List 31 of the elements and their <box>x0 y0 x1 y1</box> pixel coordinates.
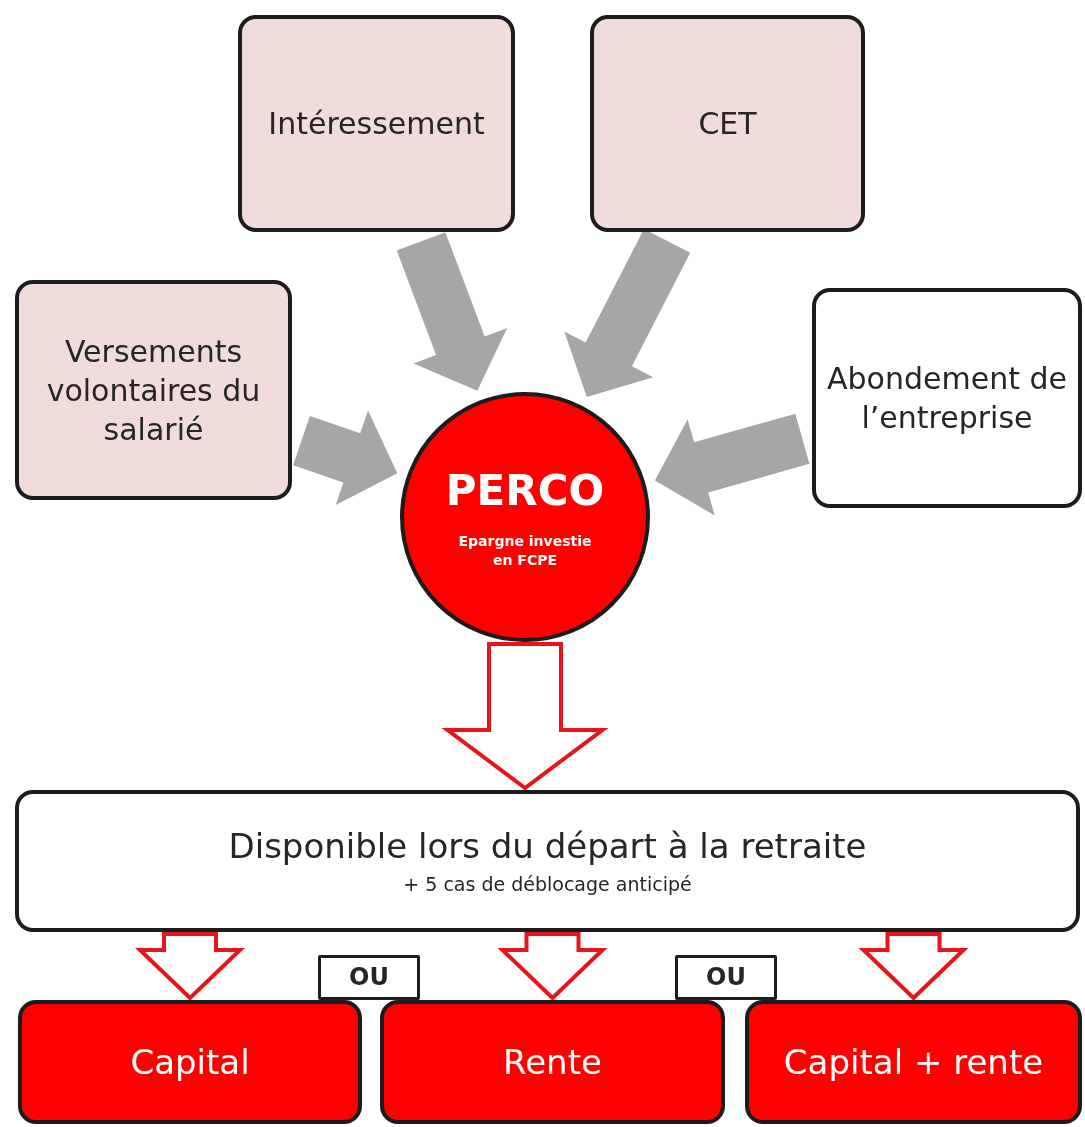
info-box <box>15 790 1080 932</box>
node-label: Intéressement <box>268 105 485 143</box>
node-label: OU <box>349 961 389 993</box>
source-box <box>238 15 515 232</box>
option-box <box>18 1000 362 1124</box>
block-arrow <box>858 932 969 1001</box>
block-arrow <box>654 413 810 516</box>
or-tag <box>318 955 420 1000</box>
option-box <box>745 1000 1082 1124</box>
node-label: OU <box>706 961 746 993</box>
node-subtext: + 5 cas de déblocage anticipé <box>403 872 692 898</box>
node-label: Capital <box>130 1040 250 1084</box>
block-arrow <box>135 932 245 1001</box>
node-label: Disponible lors du départ à la retraite <box>228 825 867 869</box>
source-box <box>15 280 292 500</box>
source-box <box>812 288 1082 508</box>
node-label: Rente <box>503 1040 602 1084</box>
node-label: Capital + rente <box>783 1040 1044 1084</box>
or-tag <box>675 955 777 1000</box>
source-box <box>590 15 865 232</box>
block-arrow <box>564 229 691 397</box>
block-arrow <box>497 932 608 1001</box>
block-arrow <box>441 642 609 791</box>
option-box <box>380 1000 725 1124</box>
node-label: Versements volontaires du salarié <box>45 332 262 449</box>
node-label: CET <box>698 105 757 143</box>
node-label: Abondement de l’entreprise <box>826 360 1068 437</box>
block-arrow <box>293 410 398 506</box>
node-subtext: Epargne investie en FCPE <box>457 532 593 571</box>
node-label: PERCO <box>445 464 605 517</box>
block-arrow <box>396 232 508 391</box>
